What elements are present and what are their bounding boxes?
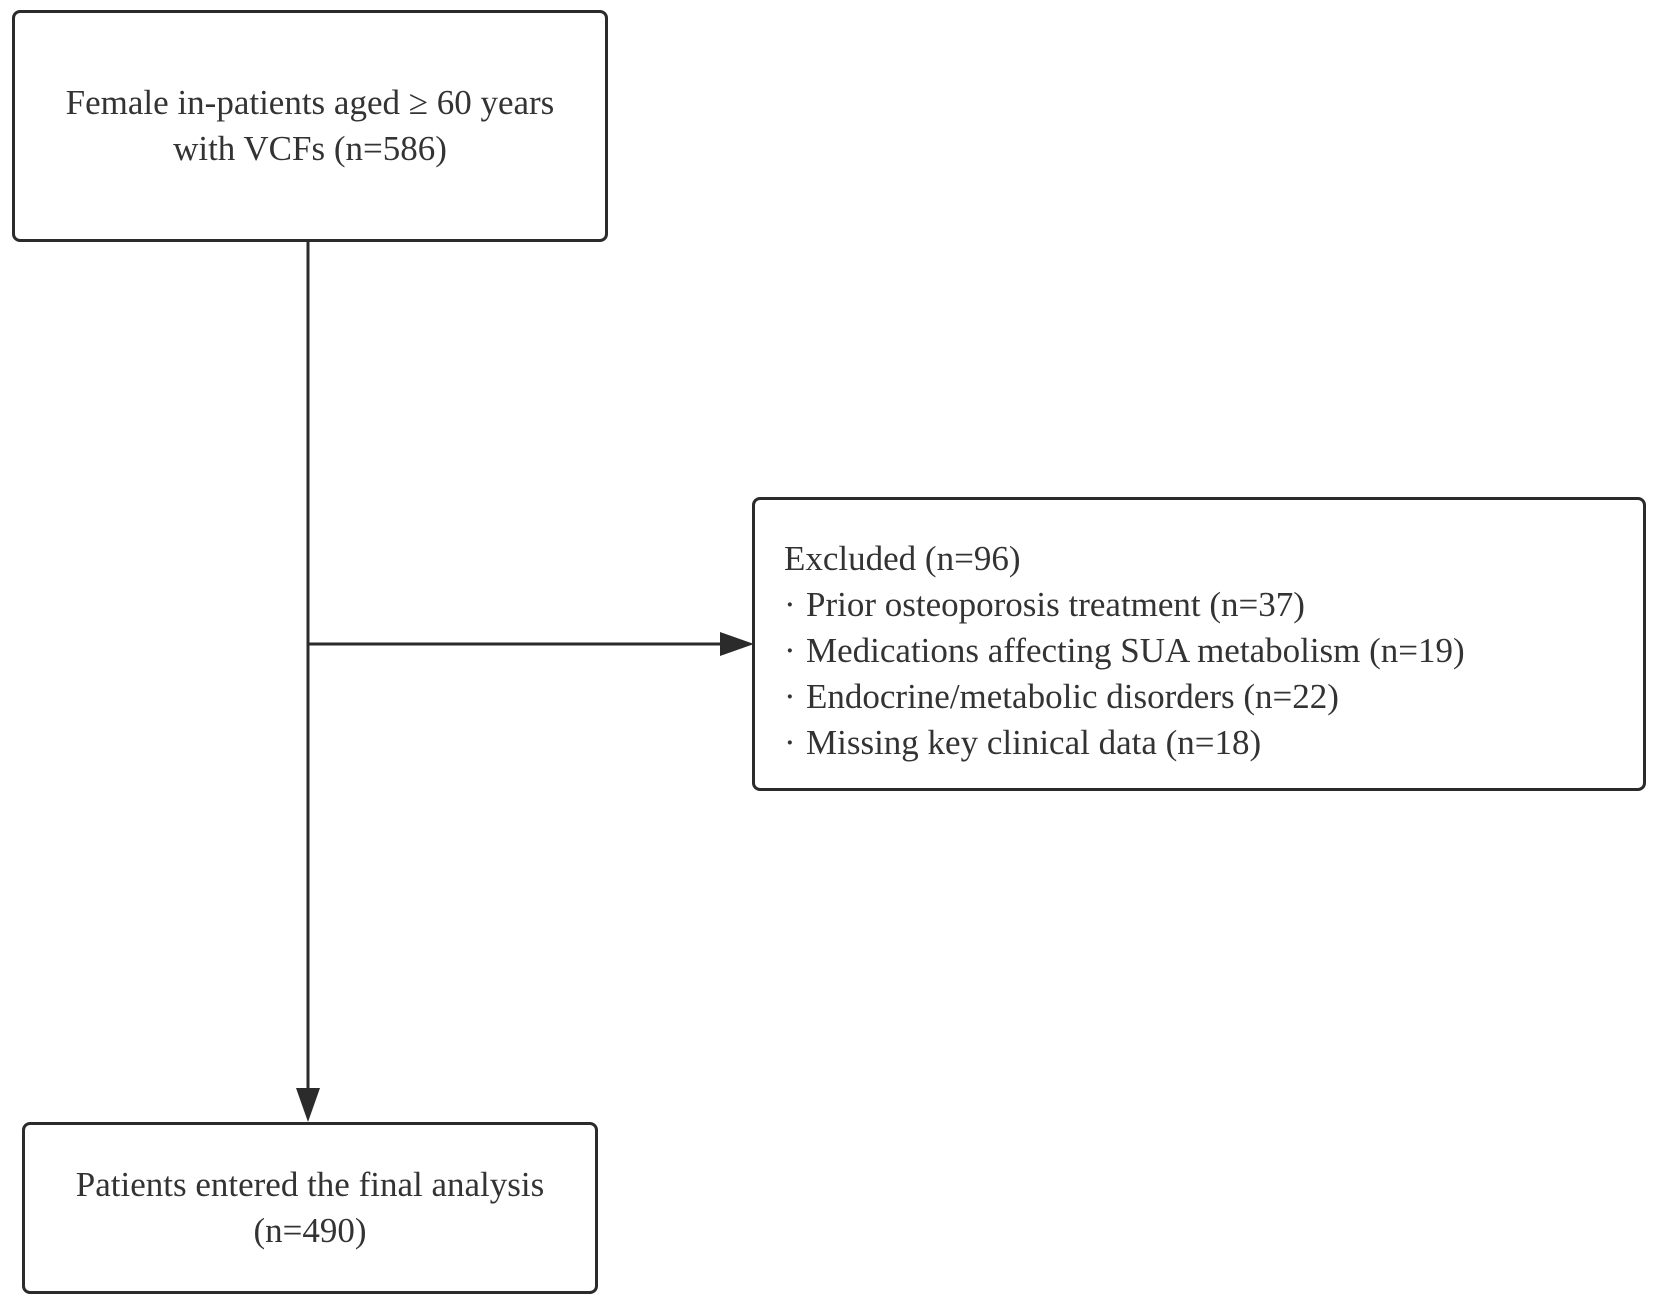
start-box: Female in-patients aged ≥ 60 years with … (12, 10, 608, 242)
excluded-item-label: Endocrine/metabolic disorders (n=22) (806, 677, 1339, 716)
bullet-icon: · (784, 723, 796, 762)
excluded-title: Excluded (n=96) (784, 539, 1021, 578)
excluded-item: · Prior osteoporosis treatment (n=37) (784, 582, 1643, 628)
excluded-box: Excluded (n=96) · Prior osteoporosis trea… (752, 497, 1646, 791)
main-flow-arrowhead (296, 1088, 320, 1122)
final-box: Patients entered the final analysis (n=4… (22, 1122, 598, 1294)
final-box-line-2: (n=490) (253, 1211, 367, 1250)
excluded-item-label: Medications affecting SUA metabolism (n=… (806, 631, 1465, 670)
exclusion-branch-arrowhead (720, 632, 754, 656)
excluded-item: · Missing key clinical data (n=18) (784, 720, 1643, 766)
excluded-item: · Endocrine/metabolic disorders (n=22) (784, 674, 1643, 720)
bullet-icon: · (784, 677, 796, 716)
start-box-line-2: with VCFs (n=586) (173, 129, 447, 168)
excluded-item-label: Missing key clinical data (n=18) (806, 723, 1262, 762)
final-box-line-1: Patients entered the final analysis (75, 1165, 545, 1204)
excluded-item-label: Prior osteoporosis treatment (n=37) (806, 585, 1305, 624)
start-box-line-1: Female in-patients aged ≥ 60 years (65, 83, 555, 122)
bullet-icon: · (784, 631, 796, 670)
excluded-item: · Medications affecting SUA metabolism (n… (784, 628, 1643, 674)
bullet-icon: · (784, 585, 796, 624)
